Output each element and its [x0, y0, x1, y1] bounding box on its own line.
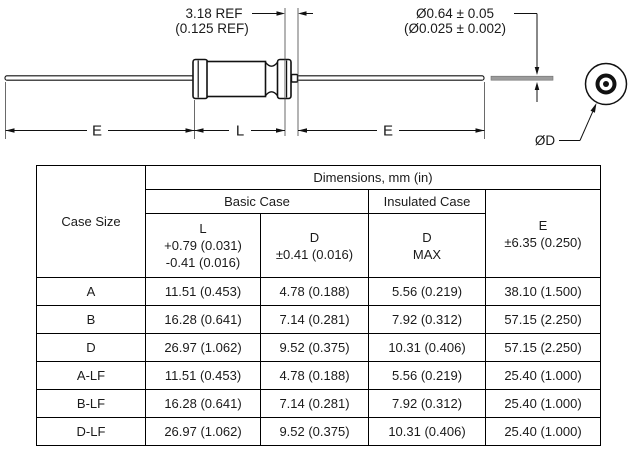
header-col-dmax: D MAX	[368, 213, 486, 278]
cell-d-max: 7.92 (0.312)	[368, 389, 486, 418]
cell-case-size: A	[36, 277, 146, 306]
cell-case-size: B-LF	[36, 389, 146, 418]
col-dmax-symbol: D	[422, 229, 432, 245]
cell-l: 26.97 (1.062)	[145, 417, 261, 446]
table-row: D 26.97 (1.062) 9.52 (0.375) 10.31 (0.40…	[36, 333, 601, 362]
col-d-symbol: D	[309, 229, 320, 245]
cell-d: 7.14 (0.281)	[260, 305, 369, 334]
cell-case-size: D	[36, 333, 146, 362]
capacitor-body	[192, 58, 299, 100]
cell-e: 25.40 (1.000)	[485, 417, 601, 446]
table-row: D-LF 26.97 (1.062) 9.52 (0.375) 10.31 (0…	[36, 417, 601, 446]
dim-label-e-right: E	[383, 123, 393, 140]
dimension-arrowheads	[5, 128, 485, 133]
header-col-l: L +0.79 (0.031) -0.41 (0.016)	[145, 213, 261, 278]
cell-e: 25.40 (1.000)	[485, 389, 601, 418]
cell-d: 7.14 (0.281)	[260, 389, 369, 418]
col-e-symbol: E	[538, 217, 548, 233]
cell-d: 4.78 (0.188)	[260, 361, 369, 390]
lead-weld-bead	[290, 73, 299, 83]
cell-case-size: B	[36, 305, 146, 334]
cell-l: 16.28 (0.641)	[145, 389, 261, 418]
lead-diameter-dimension: Ø0.64 ± 0.05 (Ø0.025 ± 0.002)	[404, 6, 540, 102]
col-d-tolerance: ±0.41 (0.016)	[275, 246, 354, 262]
table-row: A 11.51 (0.453) 4.78 (0.188) 5.56 (0.219…	[36, 277, 601, 306]
component-dimension-drawing: E L E 3.18 REF (0.125 REF) Ø0.64 ± 0.05 …	[4, 6, 628, 148]
cell-l: 26.97 (1.062)	[145, 333, 261, 362]
cell-d-max: 5.56 (0.219)	[368, 361, 486, 390]
dim-label-diameter-d: ØD	[535, 133, 556, 148]
cell-l: 16.28 (0.641)	[145, 305, 261, 334]
cell-d-max: 10.31 (0.406)	[368, 333, 486, 362]
right-lead-wire	[295, 75, 485, 81]
cell-case-size: D-LF	[36, 417, 146, 446]
header-col-d: D ±0.41 (0.016)	[260, 213, 369, 278]
diameter-d-callout: ØD	[535, 103, 597, 148]
cell-d: 9.52 (0.375)	[260, 417, 369, 446]
col-l-symbol: L	[199, 221, 207, 236]
table-row: B-LF 16.28 (0.641) 7.14 (0.281) 7.92 (0.…	[36, 389, 601, 418]
header-case-size: Case Size	[36, 165, 146, 278]
cell-e: 57.15 (2.250)	[485, 333, 601, 362]
body-gap-dimension: 3.18 REF (0.125 REF)	[175, 6, 313, 36]
table-row: B 16.28 (0.641) 7.14 (0.281) 7.92 (0.312…	[36, 305, 601, 334]
cell-d-max: 7.92 (0.312)	[368, 305, 486, 334]
dim-label-l: L	[236, 123, 244, 140]
cell-case-size: A-LF	[36, 361, 146, 390]
cell-d-max: 10.31 (0.406)	[368, 417, 486, 446]
cell-e: 57.15 (2.250)	[485, 305, 601, 334]
col-dmax-max: MAX	[412, 246, 442, 262]
lead-dia-dim-mm: Ø0.64 ± 0.05	[416, 6, 494, 21]
cell-e: 25.40 (1.000)	[485, 361, 601, 390]
cell-e: 38.10 (1.500)	[485, 277, 601, 306]
col-l-tol-minus: -0.41 (0.016)	[165, 255, 241, 270]
lead-dia-dim-in: (Ø0.025 ± 0.002)	[404, 21, 506, 36]
cell-d: 4.78 (0.188)	[260, 277, 369, 306]
cell-l: 11.51 (0.453)	[145, 277, 261, 306]
left-lead-wire	[4, 75, 195, 81]
body-gap-dim-mm: 3.18 REF	[185, 6, 242, 21]
cell-d: 9.52 (0.375)	[260, 333, 369, 362]
col-l-tol-plus: +0.79 (0.031)	[164, 238, 242, 253]
cell-d-max: 5.56 (0.219)	[368, 277, 486, 306]
table-row: A-LF 11.51 (0.453) 4.78 (0.188) 5.56 (0.…	[36, 361, 601, 390]
header-basic-case: Basic Case	[145, 189, 369, 214]
lead-diameter-callout-wire	[490, 75, 554, 81]
col-e-tolerance: ±6.35 (0.250)	[504, 234, 582, 250]
extension-lines	[5, 8, 485, 139]
dim-label-e-left: E	[92, 123, 102, 140]
lead-end-view	[584, 62, 628, 106]
header-insulated-case: Insulated Case	[368, 189, 486, 214]
header-col-e: E ±6.35 (0.250)	[485, 189, 601, 278]
dimensions-table: Case Size Dimensions, mm (in) Basic Case…	[36, 165, 601, 446]
cell-l: 11.51 (0.453)	[145, 361, 261, 390]
body-gap-dim-in: (0.125 REF)	[175, 21, 249, 36]
table-title: Dimensions, mm (in)	[145, 165, 601, 190]
